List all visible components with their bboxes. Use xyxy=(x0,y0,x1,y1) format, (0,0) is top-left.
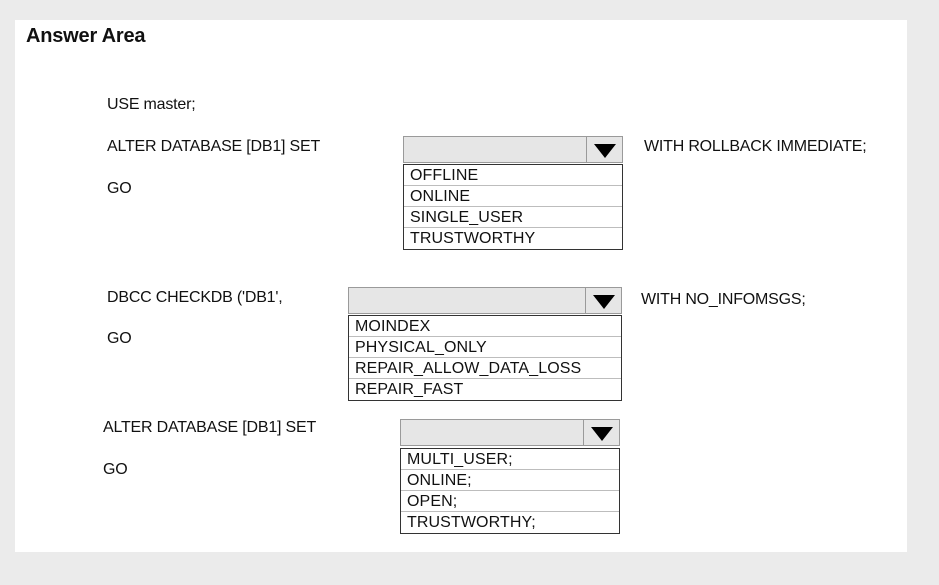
dropdown-1-list: OFFLINE ONLINE SINGLE_USER TRUSTWORTHY xyxy=(403,164,623,250)
triangle-down-icon xyxy=(592,295,615,309)
dropdown-1-option[interactable]: ONLINE xyxy=(404,186,622,207)
triangle-down-icon xyxy=(590,427,613,441)
dropdown-1-option[interactable]: SINGLE_USER xyxy=(404,207,622,228)
code-dbcc-checkdb: DBCC CHECKDB ('DB1', xyxy=(107,289,283,306)
dropdown-2-list: MOINDEX PHYSICAL_ONLY REPAIR_ALLOW_DATA_… xyxy=(348,315,622,401)
code-with-rollback: WITH ROLLBACK IMMEDIATE; xyxy=(644,138,867,155)
dropdown-1-option[interactable]: TRUSTWORTHY xyxy=(410,230,536,247)
code-use-master: USE master; xyxy=(107,96,196,113)
dropdown-3-option[interactable]: OPEN; xyxy=(401,491,619,512)
dropdown-2-arrow-button[interactable] xyxy=(585,288,621,313)
code-go-1: GO xyxy=(107,180,132,197)
dropdown-2-option[interactable]: REPAIR_FAST xyxy=(355,381,464,398)
code-alter-database-1: ALTER DATABASE [DB1] SET xyxy=(107,138,321,155)
dropdown-3-option[interactable]: ONLINE; xyxy=(401,470,619,491)
dropdown-3-list: MULTI_USER; ONLINE; OPEN; TRUSTWORTHY; xyxy=(400,448,620,534)
dropdown-2-option[interactable]: REPAIR_ALLOW_DATA_LOSS xyxy=(349,358,621,379)
code-go-2: GO xyxy=(107,330,132,347)
dropdown-1-arrow-button[interactable] xyxy=(586,137,622,162)
dropdown-3-option[interactable]: MULTI_USER; xyxy=(401,449,619,470)
dropdown-2-option[interactable]: MOINDEX xyxy=(349,316,621,337)
triangle-down-icon xyxy=(593,144,616,158)
dropdown-2-option[interactable]: PHYSICAL_ONLY xyxy=(349,337,621,358)
dropdown-2-select[interactable] xyxy=(348,287,622,314)
code-alter-database-2: ALTER DATABASE [DB1] SET xyxy=(103,419,317,436)
dropdown-3-select[interactable] xyxy=(400,419,620,446)
dropdown-3-option[interactable]: TRUSTWORTHY; xyxy=(407,514,536,531)
dropdown-1-option[interactable]: OFFLINE xyxy=(404,165,622,186)
dropdown-3-arrow-button[interactable] xyxy=(583,420,619,445)
code-go-3: GO xyxy=(103,461,128,478)
answer-area-title: Answer Area xyxy=(26,25,146,47)
code-with-no-infomsgs: WITH NO_INFOMSGS; xyxy=(641,291,806,308)
dropdown-1-select[interactable] xyxy=(403,136,623,163)
